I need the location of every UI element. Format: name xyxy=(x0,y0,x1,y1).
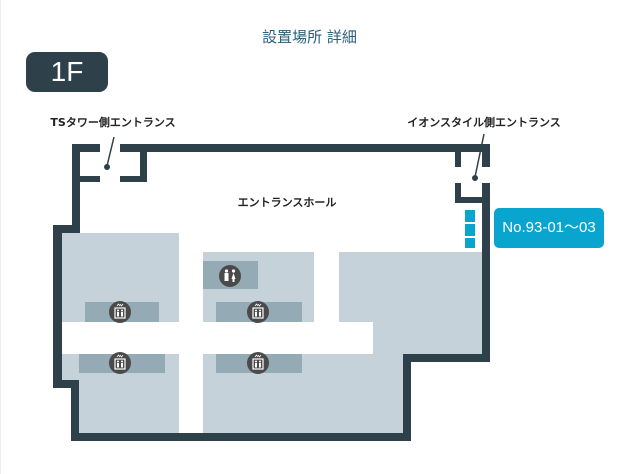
location-marker-03[interactable] xyxy=(465,238,475,248)
room-east-b xyxy=(373,322,482,354)
floor-badge: 1F xyxy=(26,52,108,92)
elevator-icon xyxy=(109,301,131,323)
restroom-icon xyxy=(219,265,241,287)
elevator-icon xyxy=(247,301,269,323)
location-marker-01[interactable] xyxy=(465,210,475,222)
page-title: 設置場所 詳細 xyxy=(262,28,357,46)
walls xyxy=(53,144,490,441)
location-markers xyxy=(465,210,475,248)
elevator-icon xyxy=(109,352,131,374)
entrance-hall-label: エントランスホール xyxy=(238,196,337,209)
location-marker-02[interactable] xyxy=(465,224,475,236)
room-west-lower-b xyxy=(79,380,179,433)
ts-tower-entrance-label: TSタワー側エントランス xyxy=(50,115,175,129)
rooms xyxy=(62,233,482,433)
elevator-icon xyxy=(247,352,269,374)
aeon-style-entrance-label: イオンスタイル側エントランス xyxy=(407,115,561,129)
location-badge[interactable]: No.93-01～03 xyxy=(494,208,604,248)
room-east xyxy=(339,252,482,322)
entrance-pointers xyxy=(104,133,485,181)
